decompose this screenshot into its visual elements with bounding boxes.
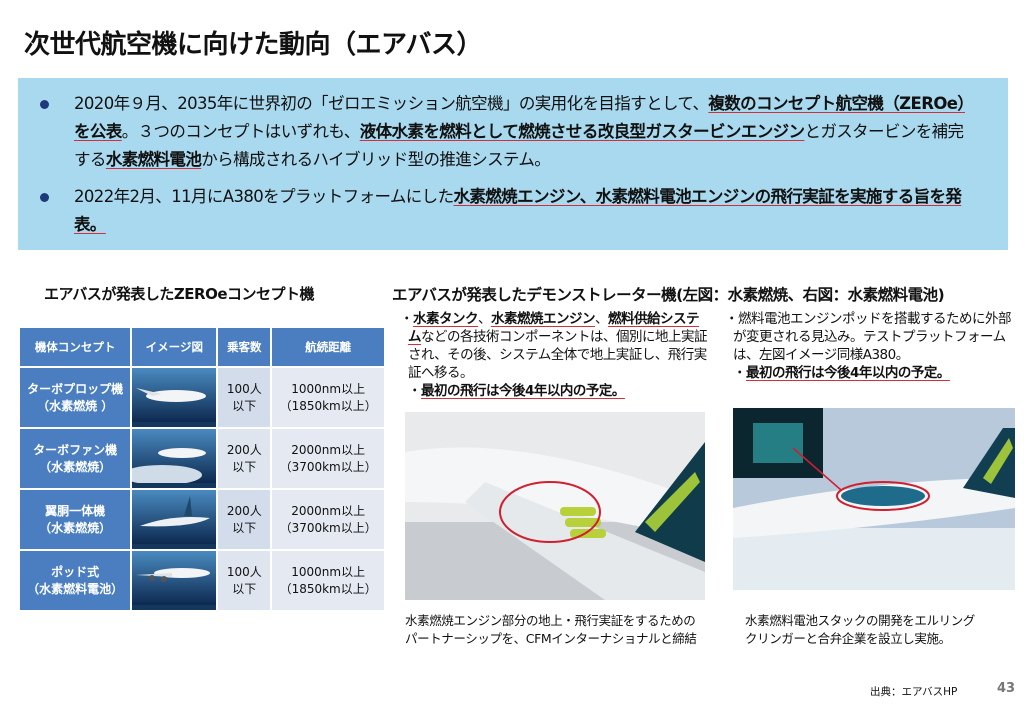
concept-table: 機体コンセプト イメージ図 乗客数 航続距離 ターボプロップ機（水素燃焼 ） 1…	[18, 326, 386, 612]
hydrogen-combustion-demonstrator-image	[405, 412, 705, 600]
passengers-cell: 100人以下	[218, 368, 271, 427]
source-note: 出典：エアバスHP	[870, 686, 958, 698]
highlight: 水素燃料電池	[105, 150, 202, 169]
highlight: 液体水素を燃料として燃焼させる改良型ガスタービンエンジン	[359, 122, 805, 141]
text: 。３つのコンセプトはいずれも、	[121, 122, 361, 141]
highlight: 水素燃焼エンジン、水素燃料電池エンジンの飛行実証を実施する旨を発表。	[74, 187, 962, 234]
aircraft-image	[132, 368, 217, 427]
table-header: 機体コンセプト イメージ図 乗客数 航続距離	[20, 328, 384, 366]
aircraft-image	[132, 490, 217, 549]
bullet-dot-icon	[40, 193, 49, 202]
page-title: 次世代航空機に向けた動向（エアバス）	[24, 30, 482, 60]
range-cell: 1000nm以上（1850km以上）	[272, 551, 384, 610]
aircraft-image	[132, 551, 217, 610]
demo-right-text: ・燃料電池エンジンポッドを搭載するために外部が変更される見込み。テストプラットフ…	[725, 311, 1012, 381]
demo-left-text: ・水素タンク、水素燃焼エンジン、燃料供給システムなどの各技術コンポーネントは、個…	[400, 311, 708, 399]
concept-cell: 翼胴一体機（水素燃焼）	[20, 490, 131, 549]
concept-cell: ターボプロップ機（水素燃焼 ）	[20, 368, 131, 427]
summary-box: 2020年９月、2035年に世界初の「ゼロエミッション航空機」の実用化を目指すと…	[18, 78, 1008, 250]
text: 2020年９月、2035年に世界初の「ゼロエミッション航空機」の実用化を目指すと…	[74, 94, 709, 113]
table-row: ポッド式（水素燃料電池） 100人以下 1000nm以上（1850km以上）	[20, 551, 384, 610]
bullet-dot-icon	[40, 100, 49, 109]
page-number: 43	[997, 681, 1016, 696]
header-range: 航続距離	[272, 328, 384, 366]
table-row: 翼胴一体機（水素燃焼） 200人以下 2000nm以上（3700km以上）	[20, 490, 384, 549]
header-concept: 機体コンセプト	[20, 328, 131, 366]
aircraft-image	[122, 429, 217, 488]
demo-left-caption: 水素燃焼エンジン部分の地上・飛行実証をするためのパートナーシップを、CFMインタ…	[405, 613, 697, 646]
text: から構成されるハイブリッド型の推進システム。	[201, 150, 551, 169]
table-row: ターボプロップ機（水素燃焼 ） 100人以下 1000nm以上（1850km以上…	[20, 368, 384, 427]
range-cell: 2000nm以上（3700km以上）	[272, 429, 384, 488]
header-image: イメージ図	[132, 328, 217, 366]
table-row: ターボファン機（水素燃焼） 200人以下 2000nm以上（3700km以上）	[20, 429, 384, 488]
passengers-cell: 100人以下	[218, 551, 271, 610]
bullet-2: 2022年2月、11月にA380をプラットフォームにした水素燃焼エンジン、水素燃…	[28, 183, 968, 239]
demo-right-caption: 水素燃料電池スタックの開発をエルリングクリンガーと合弁企業を設立し実施。	[745, 613, 975, 646]
passengers-cell: 200人以下	[218, 429, 271, 488]
fuel-cell-demonstrator-image	[733, 408, 1015, 590]
right-heading: エアバスが発表したデモンストレーター機(左図：水素燃焼、右図：水素燃料電池)	[392, 286, 945, 304]
text: とガスタービンを補完する	[74, 122, 964, 169]
text: 2022年2月、11月にA380をプラットフォームにした	[74, 187, 454, 206]
highlight: 複数のコンセプト航空機（ZEROe）を公表	[74, 94, 966, 141]
left-heading: エアバスが発表したZEROeコンセプト機	[44, 285, 315, 303]
range-cell: 2000nm以上（3700km以上）	[272, 490, 384, 549]
header-passengers: 乗客数	[218, 328, 271, 366]
bullet-1: 2020年９月、2035年に世界初の「ゼロエミッション航空機」の実用化を目指すと…	[28, 90, 968, 174]
range-cell: 1000nm以上（1850km以上）	[272, 368, 384, 427]
concept-cell: ポッド式（水素燃料電池）	[20, 551, 131, 610]
passengers-cell: 200人以下	[218, 490, 271, 549]
concept-cell: ターボファン機（水素燃焼）	[20, 429, 131, 488]
